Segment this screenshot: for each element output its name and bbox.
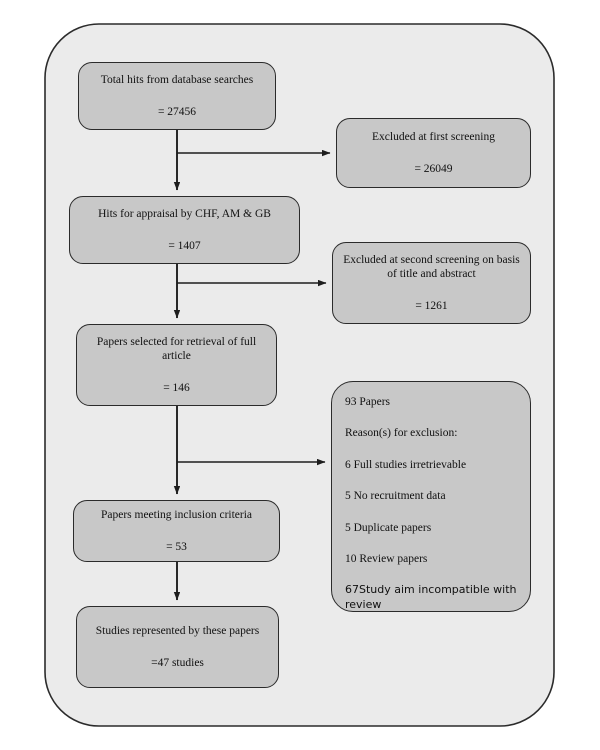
node-hits-for-appraisal-title: Hits for appraisal by CHF, AM & GB — [98, 208, 271, 221]
exclusion-reason-line: 5 Duplicate papers — [345, 521, 432, 534]
exclusion-reason-line: Reason(s) for exclusion: — [345, 427, 458, 440]
node-excluded-second-screening-value: = 1261 — [415, 299, 448, 312]
node-excluded-second-screening-title: Excluded at second screening on basis of… — [343, 253, 520, 281]
node-papers-meeting-inclusion-value: = 53 — [166, 540, 187, 553]
node-papers-selected-retrieval: Papers selected for retrieval of full ar… — [76, 324, 277, 406]
node-papers-selected-retrieval-value: = 146 — [163, 381, 190, 394]
node-papers-meeting-inclusion: Papers meeting inclusion criteria = 53 — [73, 500, 280, 562]
exclusion-reason-line: 6 Full studies irretrievable — [345, 458, 467, 471]
node-exclusion-reasons: 93 Papers Reason(s) for exclusion: 6 Ful… — [331, 381, 531, 612]
node-total-hits-value: = 27456 — [157, 105, 197, 118]
exclusion-reason-line: 5 No recruitment data — [345, 490, 446, 503]
node-total-hits-title: Total hits from database searches — [100, 74, 254, 87]
node-total-hits: Total hits from database searches = 2745… — [78, 62, 276, 130]
node-papers-selected-retrieval-title: Papers selected for retrieval of full ar… — [96, 335, 257, 363]
node-excluded-first-screening-title: Excluded at first screening — [372, 131, 495, 144]
exclusion-reason-line: 93 Papers — [345, 396, 391, 408]
node-studies-represented: Studies represented by these papers =47 … — [76, 606, 279, 688]
node-hits-for-appraisal-value: = 1407 — [168, 239, 201, 252]
node-studies-represented-value: =47 studies — [151, 656, 204, 669]
exclusion-reason-line: 67Study aim incompatible with review — [345, 583, 517, 612]
node-hits-for-appraisal: Hits for appraisal by CHF, AM & GB = 140… — [69, 196, 300, 264]
node-excluded-second-screening: Excluded at second screening on basis of… — [332, 242, 531, 324]
exclusion-reason-line: 10 Review papers — [345, 552, 428, 565]
node-studies-represented-title: Studies represented by these papers — [95, 625, 260, 638]
node-excluded-first-screening: Excluded at first screening = 26049 — [336, 118, 531, 188]
node-papers-meeting-inclusion-title: Papers meeting inclusion criteria — [100, 509, 253, 522]
node-excluded-first-screening-value: = 26049 — [414, 162, 453, 175]
